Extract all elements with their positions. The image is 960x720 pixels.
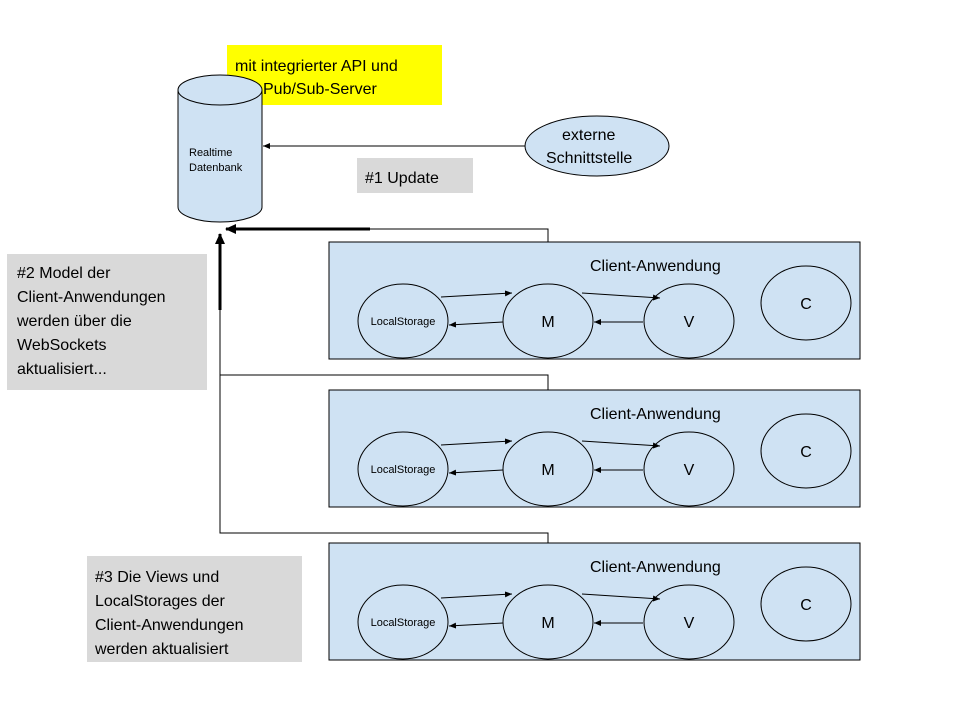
api-note-line2: Pub/Sub-Server bbox=[263, 81, 378, 98]
api-note: mit integrierter API und Pub/Sub-Server bbox=[227, 45, 442, 105]
arrow-localstorage-to-model bbox=[440, 290, 513, 298]
localstorage-label: LocalStorage bbox=[371, 617, 436, 629]
localstorage-node[interactable]: LocalStorage bbox=[357, 584, 449, 660]
controller-label: C bbox=[800, 597, 812, 614]
step1-note: #1 Update bbox=[357, 158, 473, 193]
step3-line: Client-Anwendungen bbox=[95, 617, 244, 634]
model-label: M bbox=[541, 314, 554, 331]
controller-label: C bbox=[800, 296, 812, 313]
external-interface[interactable]: externe Schnittstelle bbox=[524, 115, 670, 177]
arrow-localstorage-to-model bbox=[440, 438, 513, 446]
database-label-line2: Datenbank bbox=[189, 162, 243, 174]
arrow-model-to-view bbox=[581, 292, 661, 301]
view-label: V bbox=[684, 314, 695, 331]
arrow-model-to-view bbox=[581, 440, 661, 449]
view-node[interactable]: V bbox=[643, 283, 735, 359]
external-line1: externe bbox=[562, 127, 615, 144]
step2-note: #2 Model der Client-Anwendungen werden ü… bbox=[7, 254, 207, 390]
localstorage-label: LocalStorage bbox=[371, 464, 436, 476]
view-label: V bbox=[684, 615, 695, 632]
step3-line: LocalStorages der bbox=[95, 593, 226, 610]
step3-line: #3 Die Views und bbox=[95, 569, 219, 586]
arrow-localstorage-to-model bbox=[440, 591, 513, 599]
step3-note: #3 Die Views und LocalStorages der Clien… bbox=[87, 556, 302, 662]
view-label: V bbox=[684, 462, 695, 479]
model-node[interactable]: M bbox=[502, 431, 594, 507]
controller-label: C bbox=[800, 444, 812, 461]
arrow-model-to-localstorage bbox=[448, 469, 504, 476]
controller-node[interactable]: C bbox=[760, 413, 852, 489]
step2-line: WebSockets bbox=[17, 337, 107, 354]
controller-node[interactable]: C bbox=[760, 265, 852, 341]
step2-line: aktualisiert... bbox=[17, 361, 107, 378]
client-title: Client-Anwendung bbox=[590, 258, 721, 275]
step1-label: #1 Update bbox=[365, 170, 439, 187]
step2-line: werden über die bbox=[16, 313, 132, 330]
arrow-model-to-view bbox=[581, 593, 661, 602]
arrow-model-to-localstorage bbox=[448, 622, 504, 629]
step2-line: #2 Model der bbox=[17, 265, 111, 282]
localstorage-node[interactable]: LocalStorage bbox=[357, 283, 449, 359]
model-label: M bbox=[541, 615, 554, 632]
controller-node[interactable]: C bbox=[760, 566, 852, 642]
localstorage-node[interactable]: LocalStorage bbox=[357, 431, 449, 507]
arrow-model-to-localstorage bbox=[448, 321, 504, 328]
api-note-line1: mit integrierter API und bbox=[235, 58, 398, 75]
step3-line: werden aktualisiert bbox=[94, 641, 229, 658]
view-node[interactable]: V bbox=[643, 584, 735, 660]
step2-line: Client-Anwendungen bbox=[17, 289, 166, 306]
localstorage-label: LocalStorage bbox=[371, 316, 436, 328]
client-title: Client-Anwendung bbox=[590, 406, 721, 423]
external-line2: Schnittstelle bbox=[546, 150, 632, 167]
client-title: Client-Anwendung bbox=[590, 559, 721, 576]
database-label-line1: Realtime bbox=[189, 147, 232, 159]
realtime-database[interactable]: Realtime Datenbank bbox=[177, 74, 263, 223]
model-label: M bbox=[541, 462, 554, 479]
view-node[interactable]: V bbox=[643, 431, 735, 507]
model-node[interactable]: M bbox=[502, 283, 594, 359]
model-node[interactable]: M bbox=[502, 584, 594, 660]
